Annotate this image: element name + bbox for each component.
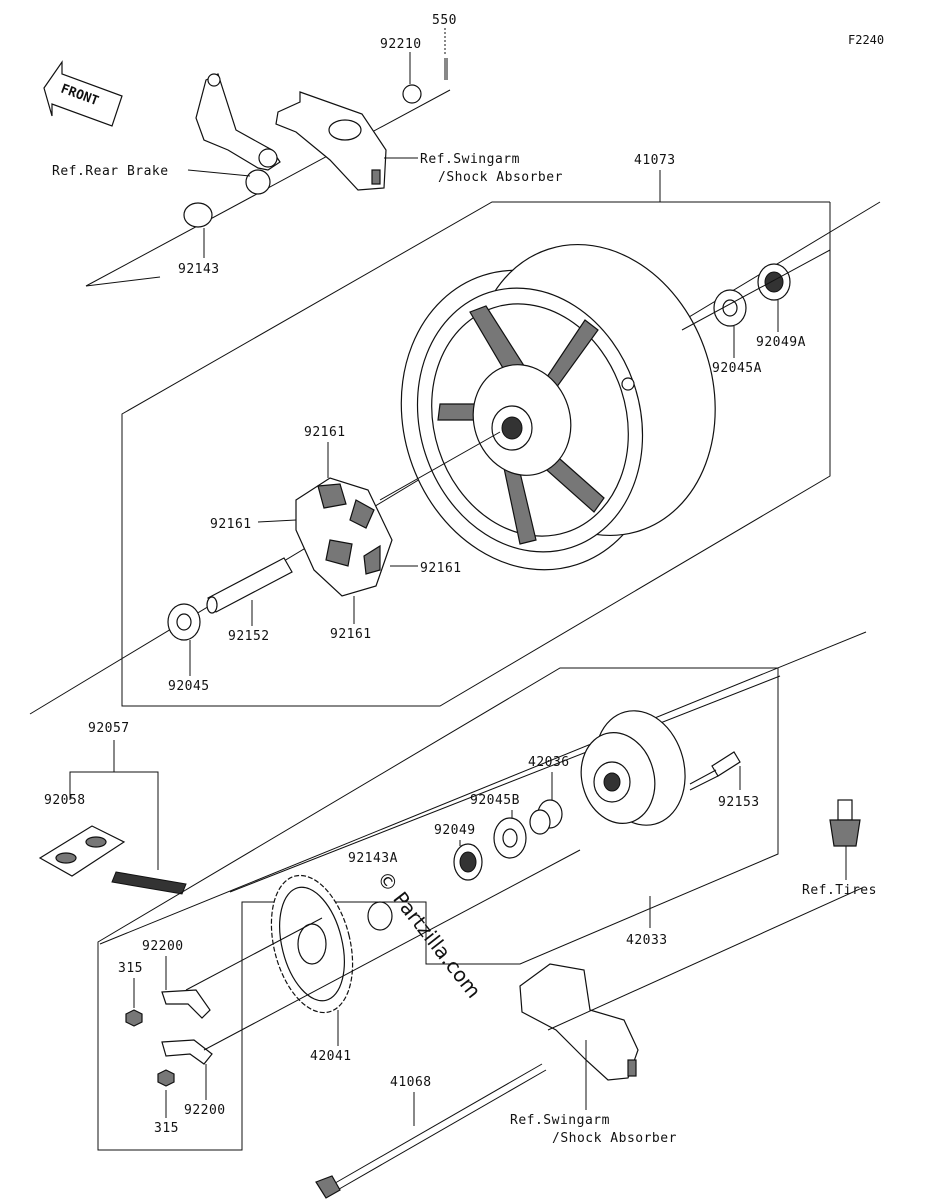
ref-swingarm-top-label-2: /Shock Absorber [438, 170, 563, 185]
part-92161-label-b: 92161 [210, 517, 252, 532]
tire-valve-icon [829, 799, 861, 847]
drive-chain-92057 [111, 871, 187, 895]
watermark: © Partzilla.com [372, 866, 486, 1002]
ref-swingarm-bot-label-1: Ref.Swingarm [510, 1113, 610, 1128]
lower-swingarm-bracket [519, 887, 863, 1081]
collar-92152 [206, 557, 293, 614]
chain-adjuster-92200-lower [161, 849, 581, 1065]
sprocket-hub-frame [97, 631, 867, 1151]
part-92049A-label: 92049A [756, 335, 806, 350]
sprocket-coupling-42033 [580, 710, 686, 826]
part-92161-label-a: 92161 [304, 425, 346, 440]
part-92049-label: 92049 [434, 823, 476, 838]
nut-315-upper [125, 1009, 143, 1027]
part-41068-label: 41068 [390, 1075, 432, 1090]
part-92058-label: 92058 [44, 793, 86, 808]
part-550-label: 550 [432, 13, 457, 28]
part-92152-label: 92152 [228, 629, 270, 644]
part-315-label-a: 315 [118, 961, 143, 976]
bolt-92153 [689, 751, 741, 791]
part-92161-label-d: 92161 [330, 627, 372, 642]
part-92057-label: 92057 [88, 721, 130, 736]
collar-42036 [529, 799, 563, 835]
bearing-92045 [167, 603, 201, 641]
part-92143A-label: 92143A [348, 851, 398, 866]
rear-sprocket-42041 [270, 874, 354, 1014]
seal-92049 [453, 843, 483, 881]
hub-damper-92161 [295, 477, 393, 597]
figure-code: F2240 [848, 33, 884, 47]
bearing-92045A [713, 289, 747, 327]
part-315-label-b: 315 [154, 1121, 179, 1136]
part-41073-label: 41073 [634, 153, 676, 168]
seal-92049A [757, 263, 791, 301]
part-92210-label: 92210 [380, 37, 422, 52]
collar-92143A [367, 901, 393, 931]
part-92200-label-a: 92200 [142, 939, 184, 954]
chain-joint-92058 [38, 825, 126, 877]
part-42036-label: 42036 [528, 755, 570, 770]
part-42041-label: 42041 [310, 1049, 352, 1064]
part-92045-label: 92045 [168, 679, 210, 694]
ref-rear-brake-label: Ref.Rear Brake [52, 164, 169, 179]
part-92045A-label: 92045A [712, 361, 762, 376]
part-42033-label: 42033 [626, 933, 668, 948]
rear-wheel [400, 243, 716, 571]
part-92045B-label: 92045B [470, 793, 520, 808]
ref-swingarm-bot-label-2: /Shock Absorber [552, 1131, 677, 1146]
bearing-92045B [493, 817, 527, 859]
chain-adjuster-92200-upper [161, 917, 323, 1019]
part-92143-label: 92143 [178, 262, 220, 277]
part-92161-label-c: 92161 [420, 561, 462, 576]
front-arrow-icon: FRONT [43, 60, 123, 127]
ref-tires-label: Ref.Tires [802, 883, 877, 898]
part-92200-label-b: 92200 [184, 1103, 226, 1118]
brake-bracket-group [85, 58, 451, 287]
nut-315-lower [157, 1069, 175, 1087]
part-92153-label: 92153 [718, 795, 760, 810]
axle-41068 [315, 1063, 547, 1199]
ref-swingarm-top-label-1: Ref.Swingarm [420, 152, 520, 167]
